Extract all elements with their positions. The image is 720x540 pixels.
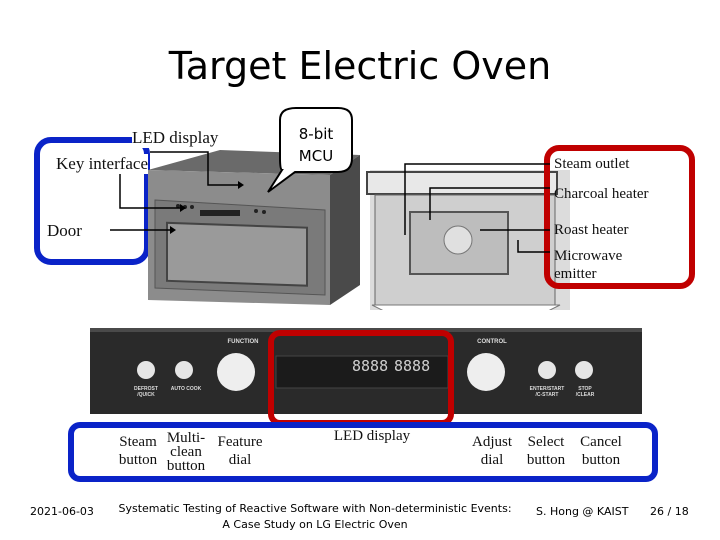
enter-start-label: ENTER/START bbox=[529, 386, 565, 392]
microwave-label-line2: emitter bbox=[554, 266, 597, 282]
stop-label: STOP bbox=[578, 386, 592, 392]
mcu-bubble bbox=[267, 107, 353, 193]
mcu-bubble-line1: 8-bit bbox=[298, 125, 334, 143]
footer-caption-line2: A Case Study on LG Electric Oven bbox=[222, 518, 408, 531]
interior-highlight-box bbox=[544, 145, 695, 289]
lcd-digits-a: 8888 bbox=[352, 357, 389, 375]
panel-labels-highlight-box bbox=[68, 422, 658, 482]
oven-exterior bbox=[148, 150, 360, 305]
mcu-bubble-line2: MCU bbox=[298, 147, 334, 165]
enter-start-sub-label: /C-START bbox=[535, 392, 559, 398]
microwave-label-line1: Microwave bbox=[554, 248, 623, 264]
door-label: Door bbox=[47, 221, 82, 240]
steam-outlet-label: Steam outlet bbox=[554, 156, 630, 172]
multiclean-button-knob bbox=[175, 361, 193, 379]
adjust-dial-knob bbox=[467, 353, 505, 391]
led-display-highlight-box bbox=[268, 330, 454, 426]
footer-caption-line1: Systematic Testing of Reactive Software … bbox=[118, 502, 512, 515]
lcd-digits-b: 8888 bbox=[394, 357, 431, 375]
led-display-panel-label: LED display bbox=[333, 428, 411, 444]
oven-illustration bbox=[34, 107, 695, 310]
slide-title: Target Electric Oven bbox=[168, 44, 552, 88]
key-interface-label: Key interface bbox=[56, 154, 149, 174]
footer-page-number: 26 / 18 bbox=[650, 505, 689, 518]
select-button-label: Select button bbox=[526, 434, 566, 468]
oven-interior bbox=[366, 170, 570, 310]
roast-heater-label: Roast heater bbox=[554, 222, 629, 238]
stop-sub-label: /CLEAR bbox=[575, 392, 595, 398]
function-label: FUNCTION bbox=[227, 339, 259, 345]
steam-button-knob bbox=[137, 361, 155, 379]
cancel-button-knob bbox=[575, 361, 593, 379]
cancel-button-label: Cancel button bbox=[580, 434, 622, 468]
control-label: CONTROL bbox=[477, 339, 507, 345]
steam-button-label: Steam button bbox=[118, 434, 158, 468]
led-display-label: LED display bbox=[132, 128, 219, 148]
key-interface-highlight-box bbox=[34, 137, 150, 265]
feature-dial-knob bbox=[217, 353, 255, 391]
defrost-sub-label: /QUICK bbox=[137, 392, 155, 398]
select-button-knob bbox=[538, 361, 556, 379]
charcoal-heater-label: Charcoal heater bbox=[554, 186, 649, 202]
defrost-label: DEFROST bbox=[134, 386, 158, 392]
footer-author: S. Hong @ KAIST bbox=[536, 505, 629, 518]
multiclean-label-line3: button bbox=[166, 458, 206, 474]
feature-dial-label: Feature dial bbox=[217, 434, 263, 468]
autocook-label: AUTO COOK bbox=[170, 386, 202, 392]
multiclean-label-line1: Multi- bbox=[166, 430, 206, 446]
multiclean-label-line2: clean bbox=[170, 444, 202, 460]
footer-date: 2021-06-03 bbox=[30, 505, 94, 518]
control-panel bbox=[90, 328, 642, 414]
adjust-dial-label: Adjust dial bbox=[471, 434, 512, 468]
